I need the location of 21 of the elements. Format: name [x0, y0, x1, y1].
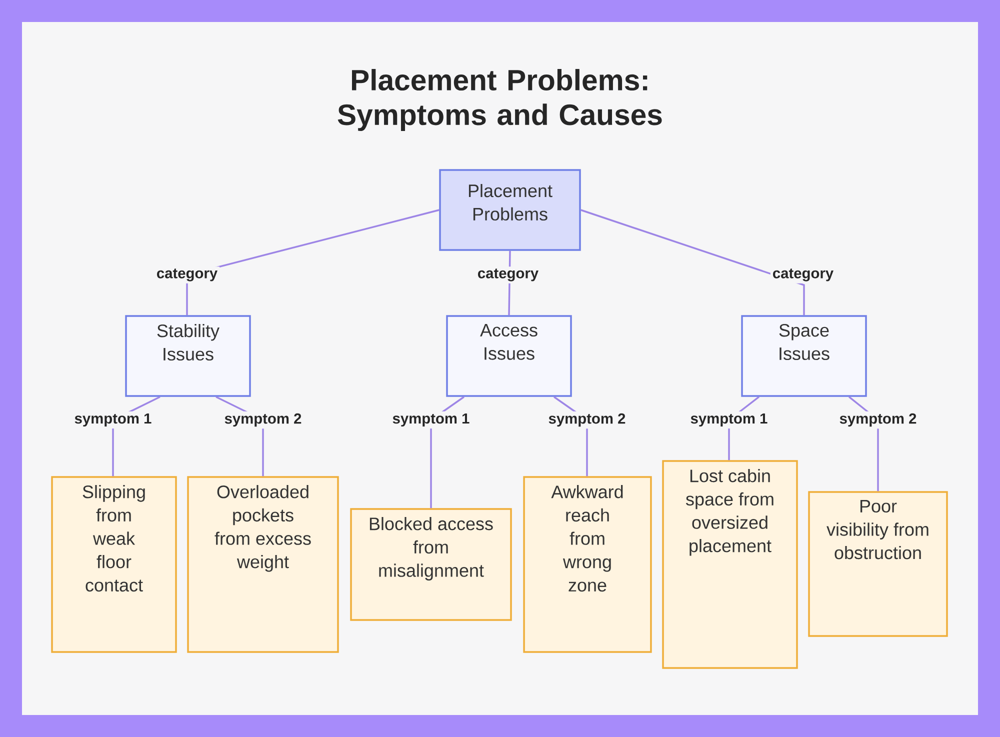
- symptom-box: Overloaded pockets from excess weight: [187, 476, 339, 653]
- root-box: Placement Problems: [439, 169, 581, 251]
- edge-label: symptom 1: [688, 411, 770, 429]
- edge-label: category: [770, 266, 836, 284]
- symptom-box: Blocked access from misalignment: [350, 508, 512, 621]
- edge-label: category: [475, 266, 541, 284]
- symptom-box: Awkward reach from wrong zone: [523, 476, 652, 653]
- edge-label: symptom 2: [837, 411, 919, 429]
- edge-label: symptom 2: [222, 411, 304, 429]
- category-box: Stability Issues: [125, 315, 251, 397]
- edge-label: symptom 1: [390, 411, 472, 429]
- connector: [580, 209, 805, 316]
- category-box: Space Issues: [741, 315, 867, 397]
- edge-label: symptom 2: [546, 411, 628, 429]
- symptom-box: Slipping from weak floor contact: [51, 476, 177, 653]
- category-box: Access Issues: [446, 315, 572, 397]
- edge-label: symptom 1: [72, 411, 154, 429]
- symptom-box: Lost cabin space from oversized placement: [662, 460, 798, 669]
- symptom-box: Poor visibility from obstruction: [808, 491, 948, 637]
- title: Placement Problems: Symptoms and Causes: [338, 68, 662, 131]
- edge-label: category: [154, 266, 220, 284]
